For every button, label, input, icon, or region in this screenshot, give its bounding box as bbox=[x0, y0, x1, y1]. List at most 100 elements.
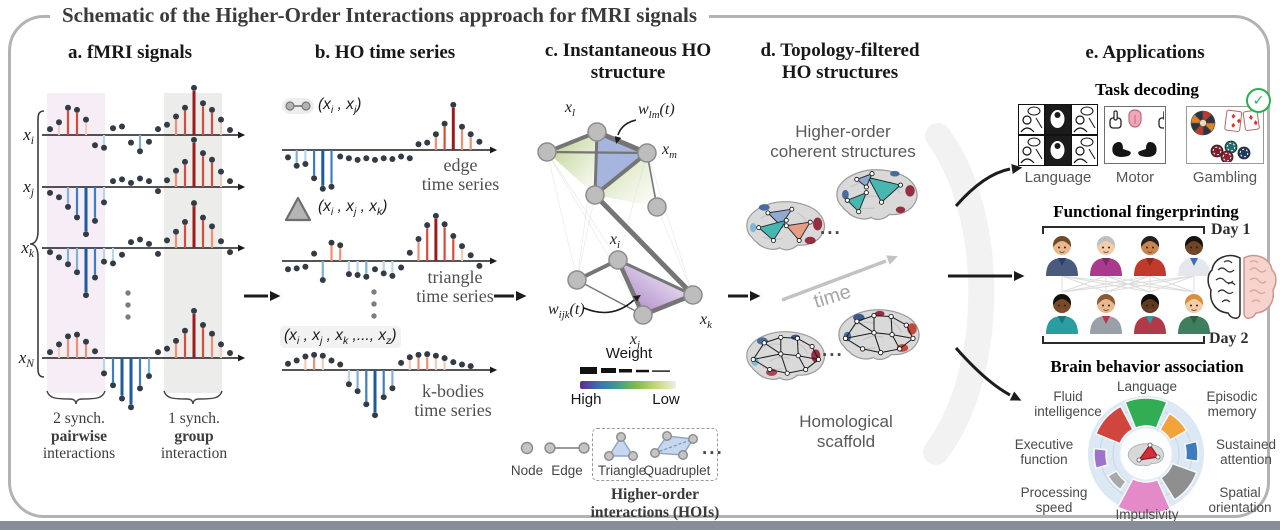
kbodies-tuple-label: (xi , xj , xk ,..., xz) bbox=[280, 326, 401, 349]
svg-text:xk: xk bbox=[20, 238, 35, 260]
svg-text:xj: xj bbox=[22, 177, 34, 199]
bb-label-fluid-intelligence: Fluid intelligence bbox=[1034, 389, 1102, 420]
svg-text:xi: xi bbox=[22, 125, 34, 147]
avatar bbox=[1090, 236, 1122, 276]
task-decoding-title: Task decoding bbox=[1095, 80, 1199, 99]
wedge bbox=[1158, 412, 1188, 442]
svg-text:♦: ♦ bbox=[1230, 122, 1237, 131]
language-task-image bbox=[1018, 104, 1098, 166]
svg-text:xm: xm bbox=[661, 141, 677, 161]
avatar bbox=[1046, 294, 1078, 334]
coherent-dots: ... bbox=[820, 218, 842, 239]
panel-d-header: d. Topology-filtered HO structures bbox=[760, 40, 920, 84]
panel-e-header: e. Applications bbox=[1085, 42, 1205, 63]
svg-text:♦: ♦ bbox=[1235, 117, 1242, 126]
avatar bbox=[1090, 294, 1122, 334]
wedge bbox=[1116, 477, 1172, 515]
wedge bbox=[1183, 440, 1199, 463]
svg-text:xl: xl bbox=[564, 99, 575, 119]
edge-icon bbox=[544, 442, 590, 454]
avatar bbox=[1046, 236, 1078, 276]
bb-label-impulsivity: Impulsivity bbox=[1115, 507, 1179, 522]
brain-behavior-title: Brain behavior association bbox=[1050, 357, 1244, 376]
hoi-dashed-box bbox=[592, 428, 718, 481]
gambling-task-label: Gambling bbox=[1192, 169, 1258, 186]
hoi-more-dots: ... bbox=[702, 438, 724, 459]
ann1-line2: pairwise bbox=[51, 427, 107, 445]
edge-series-caption: edge time series bbox=[421, 155, 500, 194]
fmri-signals-plot: xi xj xk xN bbox=[18, 85, 246, 411]
hypergraph-network: xl wlm(t) xm xi wijk(t) xj xk bbox=[537, 99, 712, 351]
avatar bbox=[1134, 294, 1166, 334]
motor-task-image bbox=[1104, 106, 1166, 164]
gambling-task-image: ♦♦♦♦♦ bbox=[1186, 106, 1264, 164]
panel-a-header: a. fMRI signals bbox=[67, 42, 193, 63]
ann1-line1: 2 synch. bbox=[53, 410, 105, 427]
bb-label-sustained-attention: Sustained attention bbox=[1216, 437, 1277, 468]
weight-high-label: High bbox=[570, 391, 602, 408]
edge-pair-icon bbox=[282, 98, 314, 114]
svg-text:♦: ♦ bbox=[1247, 114, 1254, 123]
wedge bbox=[1124, 397, 1168, 430]
ho-series-row-2 bbox=[282, 351, 498, 419]
svg-text:♦: ♦ bbox=[1252, 119, 1259, 128]
group-annotation: 1 synch. group interaction bbox=[138, 410, 250, 463]
svg-text:xk: xk bbox=[699, 311, 712, 331]
day1-bracket bbox=[1042, 226, 1205, 234]
panel-b-header: b. HO time series bbox=[314, 42, 456, 63]
brain-structures-illustration: time bbox=[746, 169, 920, 381]
avatar bbox=[1134, 236, 1166, 276]
ho-time-series-plot bbox=[282, 98, 498, 419]
ann1-line3: interactions bbox=[42, 445, 116, 463]
scaffold-dots: ... bbox=[822, 340, 844, 361]
day2-bracket bbox=[1042, 336, 1205, 344]
check-icon: ✓ bbox=[1246, 88, 1271, 113]
edge-tuple-label: (xi , xj) bbox=[318, 96, 362, 117]
language-task-label: Language bbox=[1024, 169, 1092, 186]
avatar bbox=[1178, 236, 1210, 276]
bottom-bar bbox=[0, 521, 1280, 530]
triangle-series-caption: triangle time series bbox=[416, 267, 494, 306]
kbodies-series-caption: k-bodies time series bbox=[414, 381, 492, 420]
triangle-icon bbox=[604, 432, 638, 461]
svg-text:wlm(t): wlm(t) bbox=[638, 101, 675, 121]
wedge bbox=[1159, 462, 1198, 501]
subjects-avatars bbox=[1046, 236, 1210, 334]
wedge bbox=[1106, 469, 1128, 491]
bb-label-spatial-orientation: Spatial orientation bbox=[1208, 485, 1272, 516]
svg-text:xi: xi bbox=[609, 231, 620, 251]
svg-text:♦: ♦ bbox=[1230, 112, 1237, 121]
node-label: Node bbox=[510, 463, 544, 478]
signal-row-0: xi bbox=[22, 85, 246, 155]
coherent-structures-label: Higher-order coherent structures bbox=[770, 122, 916, 162]
ann2-line1: 1 synch. bbox=[168, 410, 220, 427]
signal-row-1: xj bbox=[22, 136, 246, 238]
bb-label-language: Language bbox=[1116, 379, 1178, 394]
fingerprinting-title: Functional fingerprinting bbox=[1053, 202, 1239, 221]
bb-label-executive-function: Executive function bbox=[1014, 437, 1074, 468]
weight-legend-title: Weight bbox=[605, 345, 653, 362]
wedge bbox=[1093, 447, 1109, 470]
node-icon bbox=[520, 441, 534, 455]
bb-label-episodic-memory: Episodic memory bbox=[1206, 389, 1258, 420]
weight-bars-icon bbox=[580, 367, 670, 374]
wedge bbox=[1094, 405, 1134, 445]
weight-low-label: Low bbox=[652, 391, 680, 408]
weight-gradient-bar bbox=[580, 381, 676, 389]
avatar bbox=[1178, 294, 1210, 334]
svg-text:wijk(t): wijk(t) bbox=[548, 301, 585, 321]
day2-label: Day 2 bbox=[1209, 330, 1249, 347]
quadruplet-label: Quadruplet bbox=[643, 463, 711, 478]
triangle-glyph-icon bbox=[284, 196, 312, 222]
homological-scaffold-label: Homological scaffold bbox=[799, 412, 893, 452]
quadruplet-icon bbox=[649, 430, 699, 461]
ann2-line2: group bbox=[174, 427, 214, 445]
figure-title: Schematic of the Higher-Order Interactio… bbox=[50, 3, 709, 28]
signal-row-3: xN bbox=[18, 307, 246, 411]
edge-label: Edge bbox=[551, 463, 583, 478]
svg-text:xj: xj bbox=[629, 331, 640, 351]
pairwise-annotation: 2 synch. pairwise interactions bbox=[20, 410, 138, 463]
triangle-tuple-label: (xi , xj , xk) bbox=[318, 198, 388, 219]
hoi-caption: Higher-order interactions (HOIs) bbox=[590, 486, 720, 521]
